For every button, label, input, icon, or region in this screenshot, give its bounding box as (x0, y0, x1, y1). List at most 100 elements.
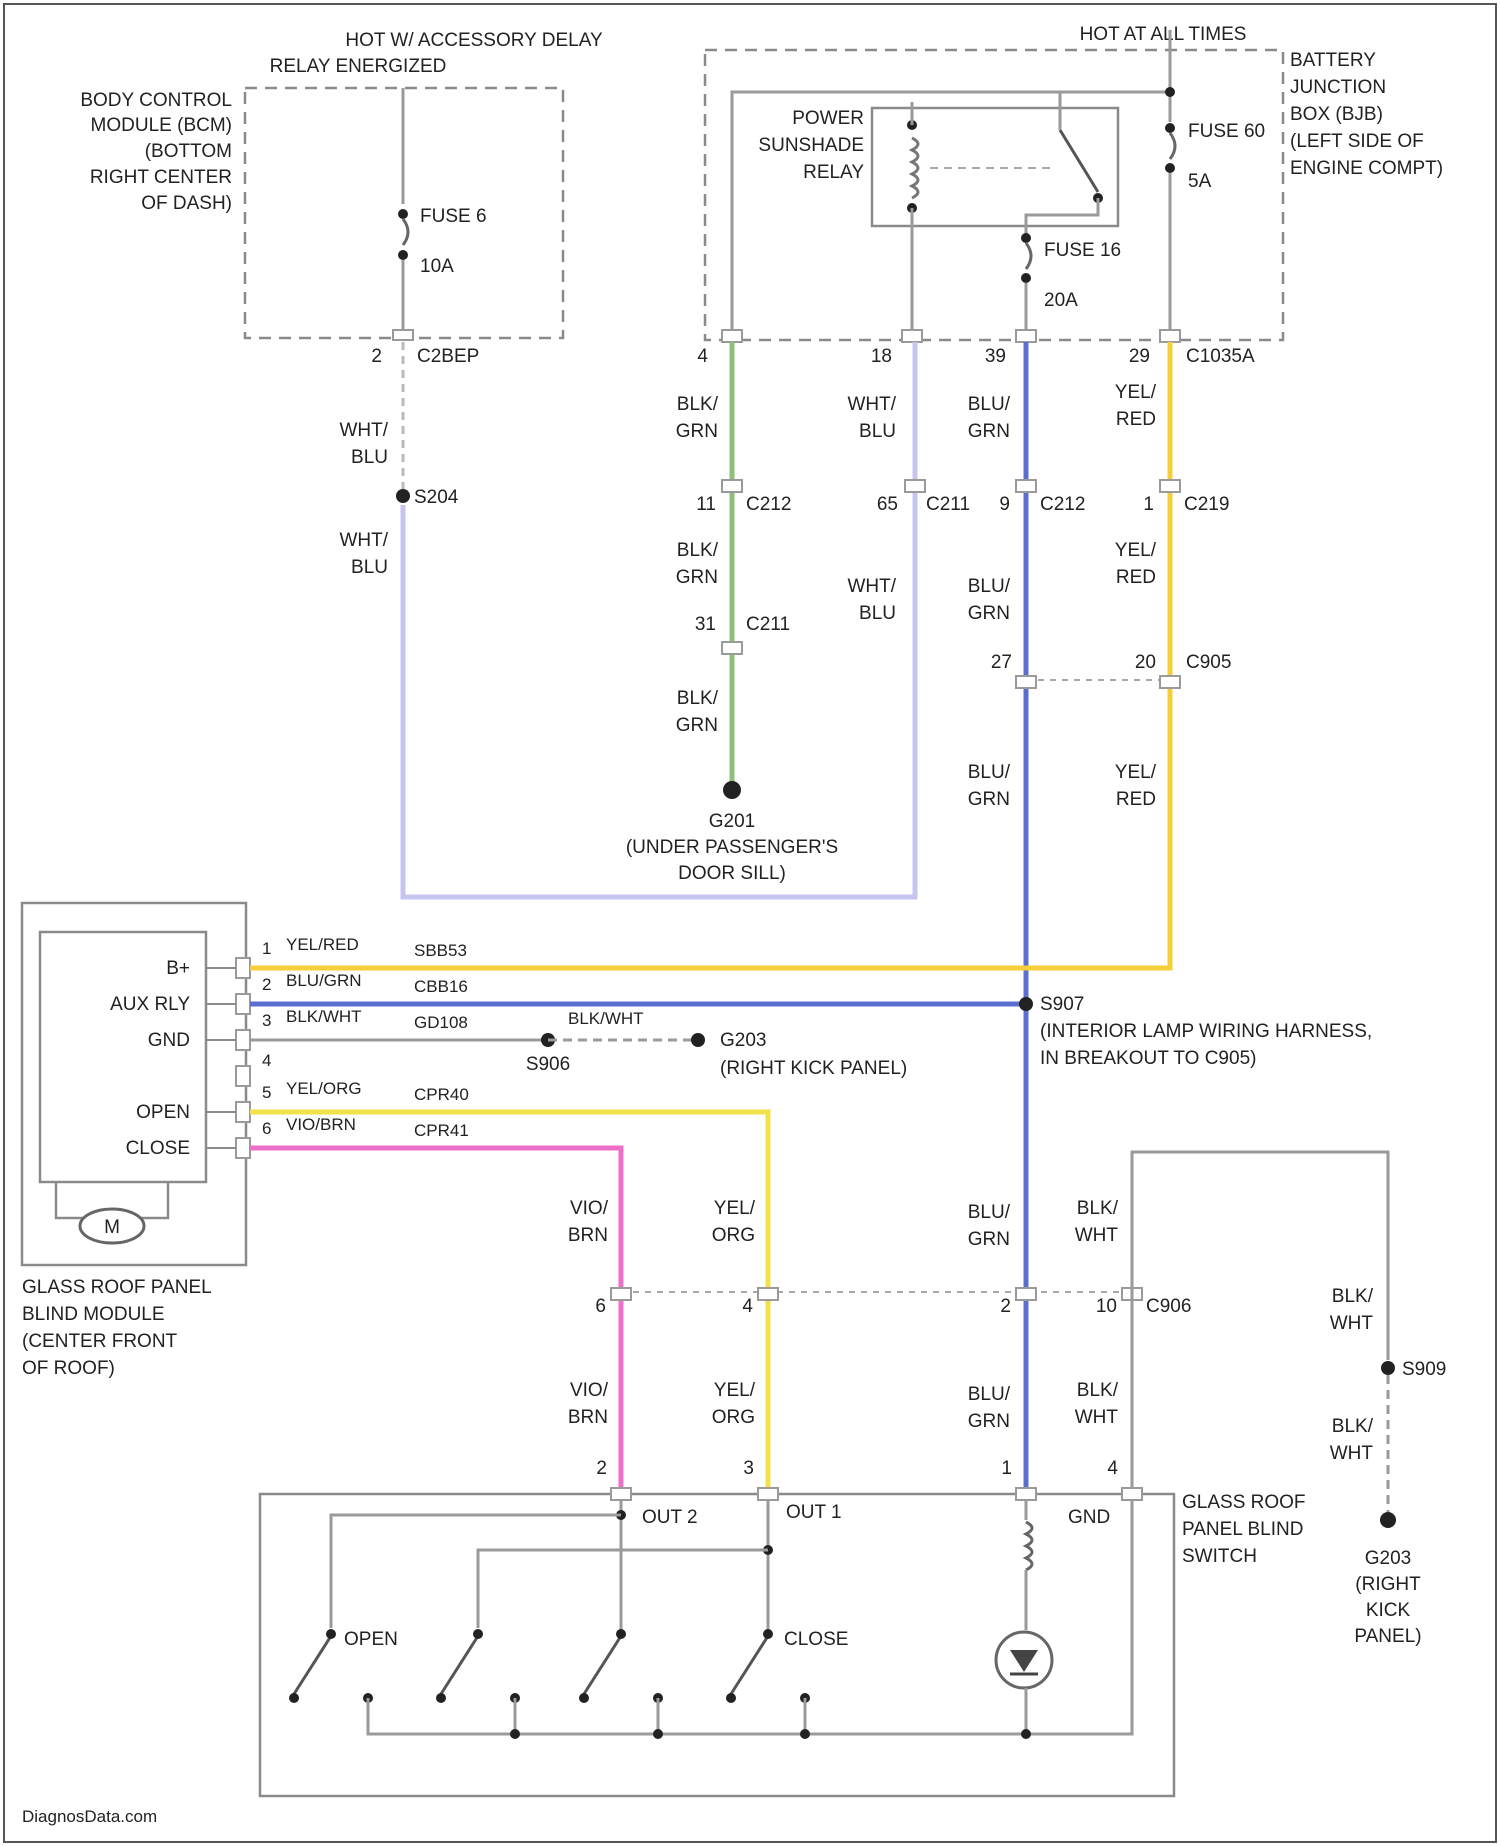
fuse16-terminal-bottom (1021, 273, 1031, 283)
blk-wht-label-2b: WHT (1075, 1407, 1119, 1428)
splice-s204 (396, 489, 410, 503)
bcm-name-line2: MODULE (BCM) (91, 115, 232, 136)
switch-pin3 (758, 1488, 778, 1500)
g203-desc: (RIGHT KICK PANEL) (720, 1058, 907, 1079)
c906-pin-6: 6 (595, 1296, 606, 1317)
c906-label: C906 (1146, 1296, 1191, 1317)
c906-pin-2: 2 (1000, 1296, 1011, 1317)
switch-ground-node-1 (510, 1729, 520, 1739)
blind-switch: GLASS ROOF PANEL BLIND SWITCH 2 3 1 4 OU… (260, 1458, 1306, 1796)
blind-module: M GLASS ROOF PANEL BLIND MODULE (CENTER … (22, 903, 469, 1379)
bcm-fuse-label: FUSE 6 (420, 206, 487, 227)
bjb-pin-39: 39 (985, 346, 1006, 367)
yel-red-label-3a: YEL/ (1115, 762, 1157, 783)
c211b-pin-number: 31 (695, 614, 716, 635)
bcm-name-line3: (BOTTOM (145, 141, 232, 162)
bjb-pin39 (1016, 330, 1036, 342)
module-pin2 (236, 994, 250, 1014)
switch-close-label: CLOSE (784, 1629, 848, 1650)
switch-out1-label: OUT 1 (786, 1502, 842, 1523)
switch-pin-2: 2 (596, 1458, 607, 1479)
switch-pin-4: 4 (1107, 1458, 1118, 1479)
module-pin3 (236, 1030, 250, 1050)
wht-blu-circuit: WHT/ BLU S204 WHT/ BLU WHT/ BLU 65 C211 … (339, 342, 970, 897)
yel-red-label-1a: YEL/ (1115, 382, 1157, 403)
row5-circuit: CPR40 (414, 1085, 469, 1104)
row1-wire: YEL/RED (286, 935, 359, 954)
fuse16-amp: 20A (1044, 290, 1078, 311)
yel-red-label-3b: RED (1116, 789, 1156, 810)
c212b-label: C212 (1040, 494, 1085, 515)
switch-pin-3: 3 (743, 1458, 754, 1479)
switch-common-ground-bus (368, 1500, 1132, 1734)
bjb-hot-bus-node (1165, 87, 1175, 97)
bjb-pin4 (722, 330, 742, 342)
module-pin5 (236, 1102, 250, 1122)
c212a-pin (722, 480, 742, 492)
fuse60-label: FUSE 60 (1188, 121, 1265, 142)
fuse16-terminal-top (1021, 233, 1031, 243)
wht-blu-label-1b: BLU (351, 447, 388, 468)
blk-wht-label-3b: WHT (1330, 1313, 1374, 1334)
bcm-block: HOT W/ ACCESSORY DELAY RELAY ENERGIZED B… (80, 30, 603, 367)
ground-g203b-icon (1380, 1512, 1396, 1528)
c2bep-pin (393, 330, 413, 340)
yel-red-label-1b: RED (1116, 409, 1156, 430)
g201-desc-1: (UNDER PASSENGER'S (626, 837, 838, 858)
blk-grn-label-2a: BLK/ (677, 540, 719, 561)
term-aux-rly: AUX RLY (110, 994, 190, 1015)
c219-pin-number: 1 (1143, 494, 1154, 515)
bjb-block: HOT AT ALL TIMES BATTERY JUNCTION BOX (B… (697, 24, 1443, 367)
yel-red-label-2a: YEL/ (1115, 540, 1157, 561)
module-name-line1: GLASS ROOF PANEL (22, 1277, 212, 1298)
lamp-ground-node (1021, 1729, 1031, 1739)
c211b-label: C211 (746, 614, 790, 635)
fuse16-symbol (1026, 243, 1031, 269)
c906-pin-10: 10 (1096, 1296, 1117, 1317)
switch-pin1 (1016, 1488, 1036, 1500)
c2bep-connector-label: C2BEP (417, 346, 479, 367)
g203-label: G203 (720, 1030, 766, 1051)
row3-wire: BLK/WHT (286, 1007, 362, 1026)
module-name-line4: OF ROOF) (22, 1358, 115, 1379)
relay-name-line3: RELAY (803, 162, 864, 183)
relay-name-line1: POWER (792, 108, 864, 129)
row1-circuit: SBB53 (414, 941, 467, 960)
fuse60-amp: 5A (1188, 171, 1212, 192)
c905-pin-left (1016, 676, 1036, 688)
ground-g203-icon (691, 1033, 705, 1047)
row3-circuit: GD108 (414, 1013, 468, 1032)
resistor-icon (1026, 1522, 1032, 1570)
g203b-desc-2: KICK (1366, 1600, 1411, 1621)
fuse6-symbol (403, 219, 408, 245)
c212b-pin (1016, 480, 1036, 492)
bjb-name-line3: BOX (BJB) (1290, 104, 1383, 125)
module-pin6 (236, 1138, 250, 1158)
bjb-name-line2: JUNCTION (1290, 77, 1386, 98)
g201-label: G201 (709, 811, 755, 832)
blk-wht-label-1b: WHT (1075, 1225, 1119, 1246)
fuse60-terminal-bottom (1165, 163, 1175, 173)
switch-out2-label: OUT 2 (642, 1507, 698, 1528)
bcm-name-line4: RIGHT CENTER (90, 167, 232, 188)
c211b-pin (722, 642, 742, 654)
open-switch-contact-b (441, 1636, 478, 1694)
c1035a-label: C1035A (1186, 346, 1255, 367)
blu-grn-label-5b: GRN (968, 1411, 1010, 1432)
c212a-pin-number: 11 (696, 494, 716, 515)
yel-org-wire (250, 1112, 768, 1488)
bjb-pin29 (1160, 330, 1180, 342)
switch-open-contact-lead (331, 1515, 621, 1628)
fuse6-terminal-bottom (398, 250, 408, 260)
open-switch-contact-a-tip (289, 1693, 299, 1703)
bjb-name-line1: BATTERY (1290, 50, 1376, 71)
term-gnd: GND (148, 1030, 190, 1051)
close-switch-contact-b-pivot (763, 1629, 773, 1639)
close-switch-contact-a (584, 1636, 621, 1694)
row5-wire: YEL/ORG (286, 1079, 362, 1098)
blk-grn-label-3b: GRN (676, 715, 718, 736)
c906-pin2 (1016, 1288, 1036, 1300)
blu-grn-label-5a: BLU/ (968, 1384, 1011, 1405)
term-close: CLOSE (126, 1138, 190, 1159)
